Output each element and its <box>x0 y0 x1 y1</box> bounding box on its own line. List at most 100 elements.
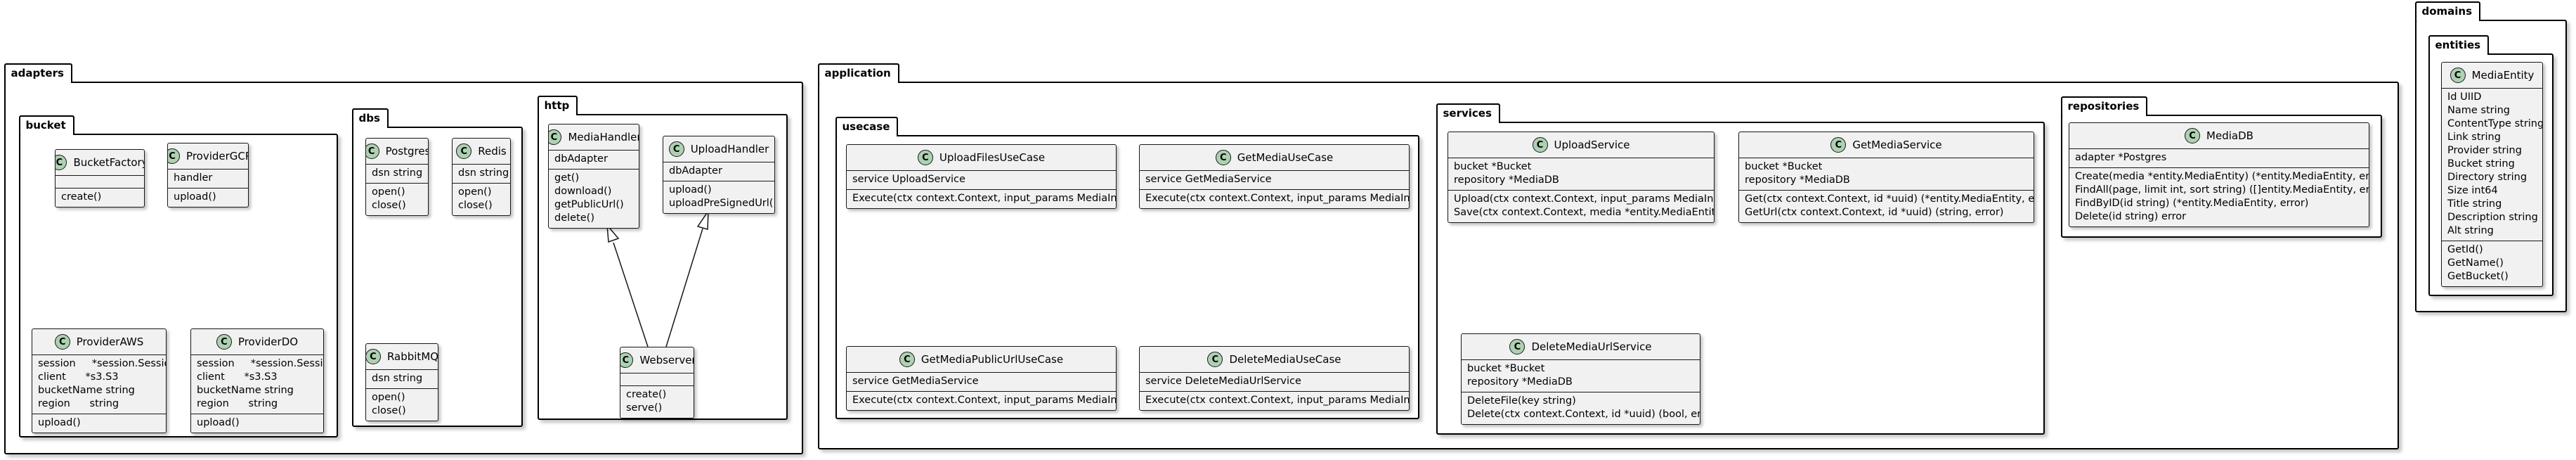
package-bucket: bucket <box>18 115 338 437</box>
class-c-icon: C <box>2185 128 2201 143</box>
class-field: service DeleteMediaUrlService <box>1145 376 1301 387</box>
class-method: upload() <box>669 184 712 196</box>
class-method: Save(ctx context.Context, media *entity.… <box>1454 207 1715 218</box>
class-header: C UploadHandler <box>663 136 774 162</box>
class-method: upload() <box>38 417 81 428</box>
class-field: bucket *Bucket <box>1467 363 1545 374</box>
class-field: Bucket string <box>2447 158 2515 170</box>
class-method: FindByID(id string) (*entity.MediaEntity… <box>2075 198 2309 209</box>
package-domains: domains <box>2414 1 2567 312</box>
class-methods: create()serve() <box>620 385 694 418</box>
class-methods: DeleteFile(key string)Delete(ctx context… <box>1462 392 1700 424</box>
class-methods: Execute(ctx context.Context, input_param… <box>1140 391 1409 410</box>
package-usecase-label: usecase <box>835 117 899 136</box>
class-field: repository *MediaDB <box>1745 174 1850 186</box>
class-field: Name string <box>2447 105 2511 116</box>
class-method: close() <box>458 200 493 211</box>
class-method: Execute(ctx context.Context, input_param… <box>1145 193 1410 204</box>
class-fields: bucket *Bucket repository *MediaDB <box>1462 359 1700 392</box>
class-field: bucket *Bucket <box>1454 161 1532 172</box>
class-method: FindAll(page, limit int, sort string) ([… <box>2075 184 2369 196</box>
class-c-icon: C <box>366 143 379 159</box>
class-method: getPublicUrl() <box>554 199 624 210</box>
class-method: delete() <box>554 212 594 224</box>
class-method: open() <box>458 186 492 198</box>
class-field: bucketName string <box>38 385 135 396</box>
class-field: Title string <box>2447 198 2502 210</box>
package-entities: entities <box>2428 35 2554 296</box>
class-name: UploadFilesUseCase <box>939 151 1046 164</box>
class-field: repository *MediaDB <box>1467 376 1573 388</box>
class-methods: Upload(ctx context.Context, input_params… <box>1448 190 1714 222</box>
class-method: uploadPreSignedUrl() <box>669 198 775 209</box>
class-method: Get(ctx context.Context, id *uuid) (*ent… <box>1745 193 2034 205</box>
class-methods: upload() <box>168 188 248 207</box>
class-fields: service GetMediaService <box>847 372 1116 391</box>
class-name: BucketFactory <box>73 155 145 169</box>
class-method: Delete(ctx context.Context, id *uuid) (b… <box>1467 409 1700 420</box>
class-field: region string <box>197 398 278 409</box>
class-method: GetName() <box>2447 257 2504 269</box>
class-field: dsn string <box>372 373 423 384</box>
class-field: Provider string <box>2447 145 2522 156</box>
class-c-icon: C <box>917 150 933 165</box>
class-field: dsn string <box>458 167 509 179</box>
class-method: Execute(ctx context.Context, input_param… <box>1145 395 1410 406</box>
class-field: session *session.Session <box>38 358 167 369</box>
class-field: adapter *Postgres <box>2075 152 2167 163</box>
class-method: upload() <box>174 191 216 203</box>
class-name: Webserver <box>639 353 694 366</box>
class-provider-aws: C ProviderAWS session *session.Session clie… <box>32 328 167 433</box>
class-c-icon: C <box>54 334 70 350</box>
class-method: Create(media *entity.MediaEntity) (*enti… <box>2075 171 2369 182</box>
class-fields: dbAdapter <box>549 150 639 169</box>
class-c-icon: C <box>216 334 232 350</box>
class-name: Redis <box>478 144 507 158</box>
class-methods: open()close() <box>366 388 438 421</box>
class-method: close() <box>372 200 406 211</box>
package-application: application <box>817 63 2399 449</box>
class-method: GetBucket() <box>2447 271 2509 282</box>
class-field: client *s3.S3 <box>38 371 119 383</box>
class-field: Directory string <box>2447 172 2528 183</box>
class-methods: get()download()getPublicUrl()delete() <box>549 169 639 228</box>
class-c-icon: C <box>366 349 381 364</box>
package-application-label: application <box>817 63 899 83</box>
class-fields: adapter *Postgres <box>2069 148 2369 167</box>
class-upload-handler: C UploadHandler dbAdapter upload() uploadPre… <box>663 136 775 214</box>
class-method: Upload(ctx context.Context, input_params… <box>1454 193 1715 205</box>
class-method: Execute(ctx context.Context, input_param… <box>852 395 1117 406</box>
class-method: upload() <box>197 417 240 428</box>
class-fields: handler <box>168 169 248 188</box>
class-field: dbAdapter <box>669 165 722 177</box>
class-method: open() <box>372 186 405 198</box>
class-name: ProviderAWS <box>76 335 144 348</box>
class-field: handler <box>174 172 213 184</box>
class-methods: Create(media *entity.MediaEntity) (*enti… <box>2069 167 2369 226</box>
class-name: UploadHandler <box>690 142 769 155</box>
package-http-label: http <box>537 96 578 115</box>
package-usecase: usecase <box>835 117 1419 419</box>
class-c-icon: C <box>1532 137 1548 153</box>
class-name: DeleteMediaUrlService <box>1531 340 1652 353</box>
class-field: dbAdapter <box>554 153 608 165</box>
class-methods: Get(ctx context.Context, id *uuid) (*ent… <box>1739 190 2034 222</box>
class-fields: service GetMediaService <box>1140 170 1409 189</box>
generalization-webserver-uploadhandler <box>665 209 709 347</box>
class-c-icon: C <box>668 141 684 157</box>
